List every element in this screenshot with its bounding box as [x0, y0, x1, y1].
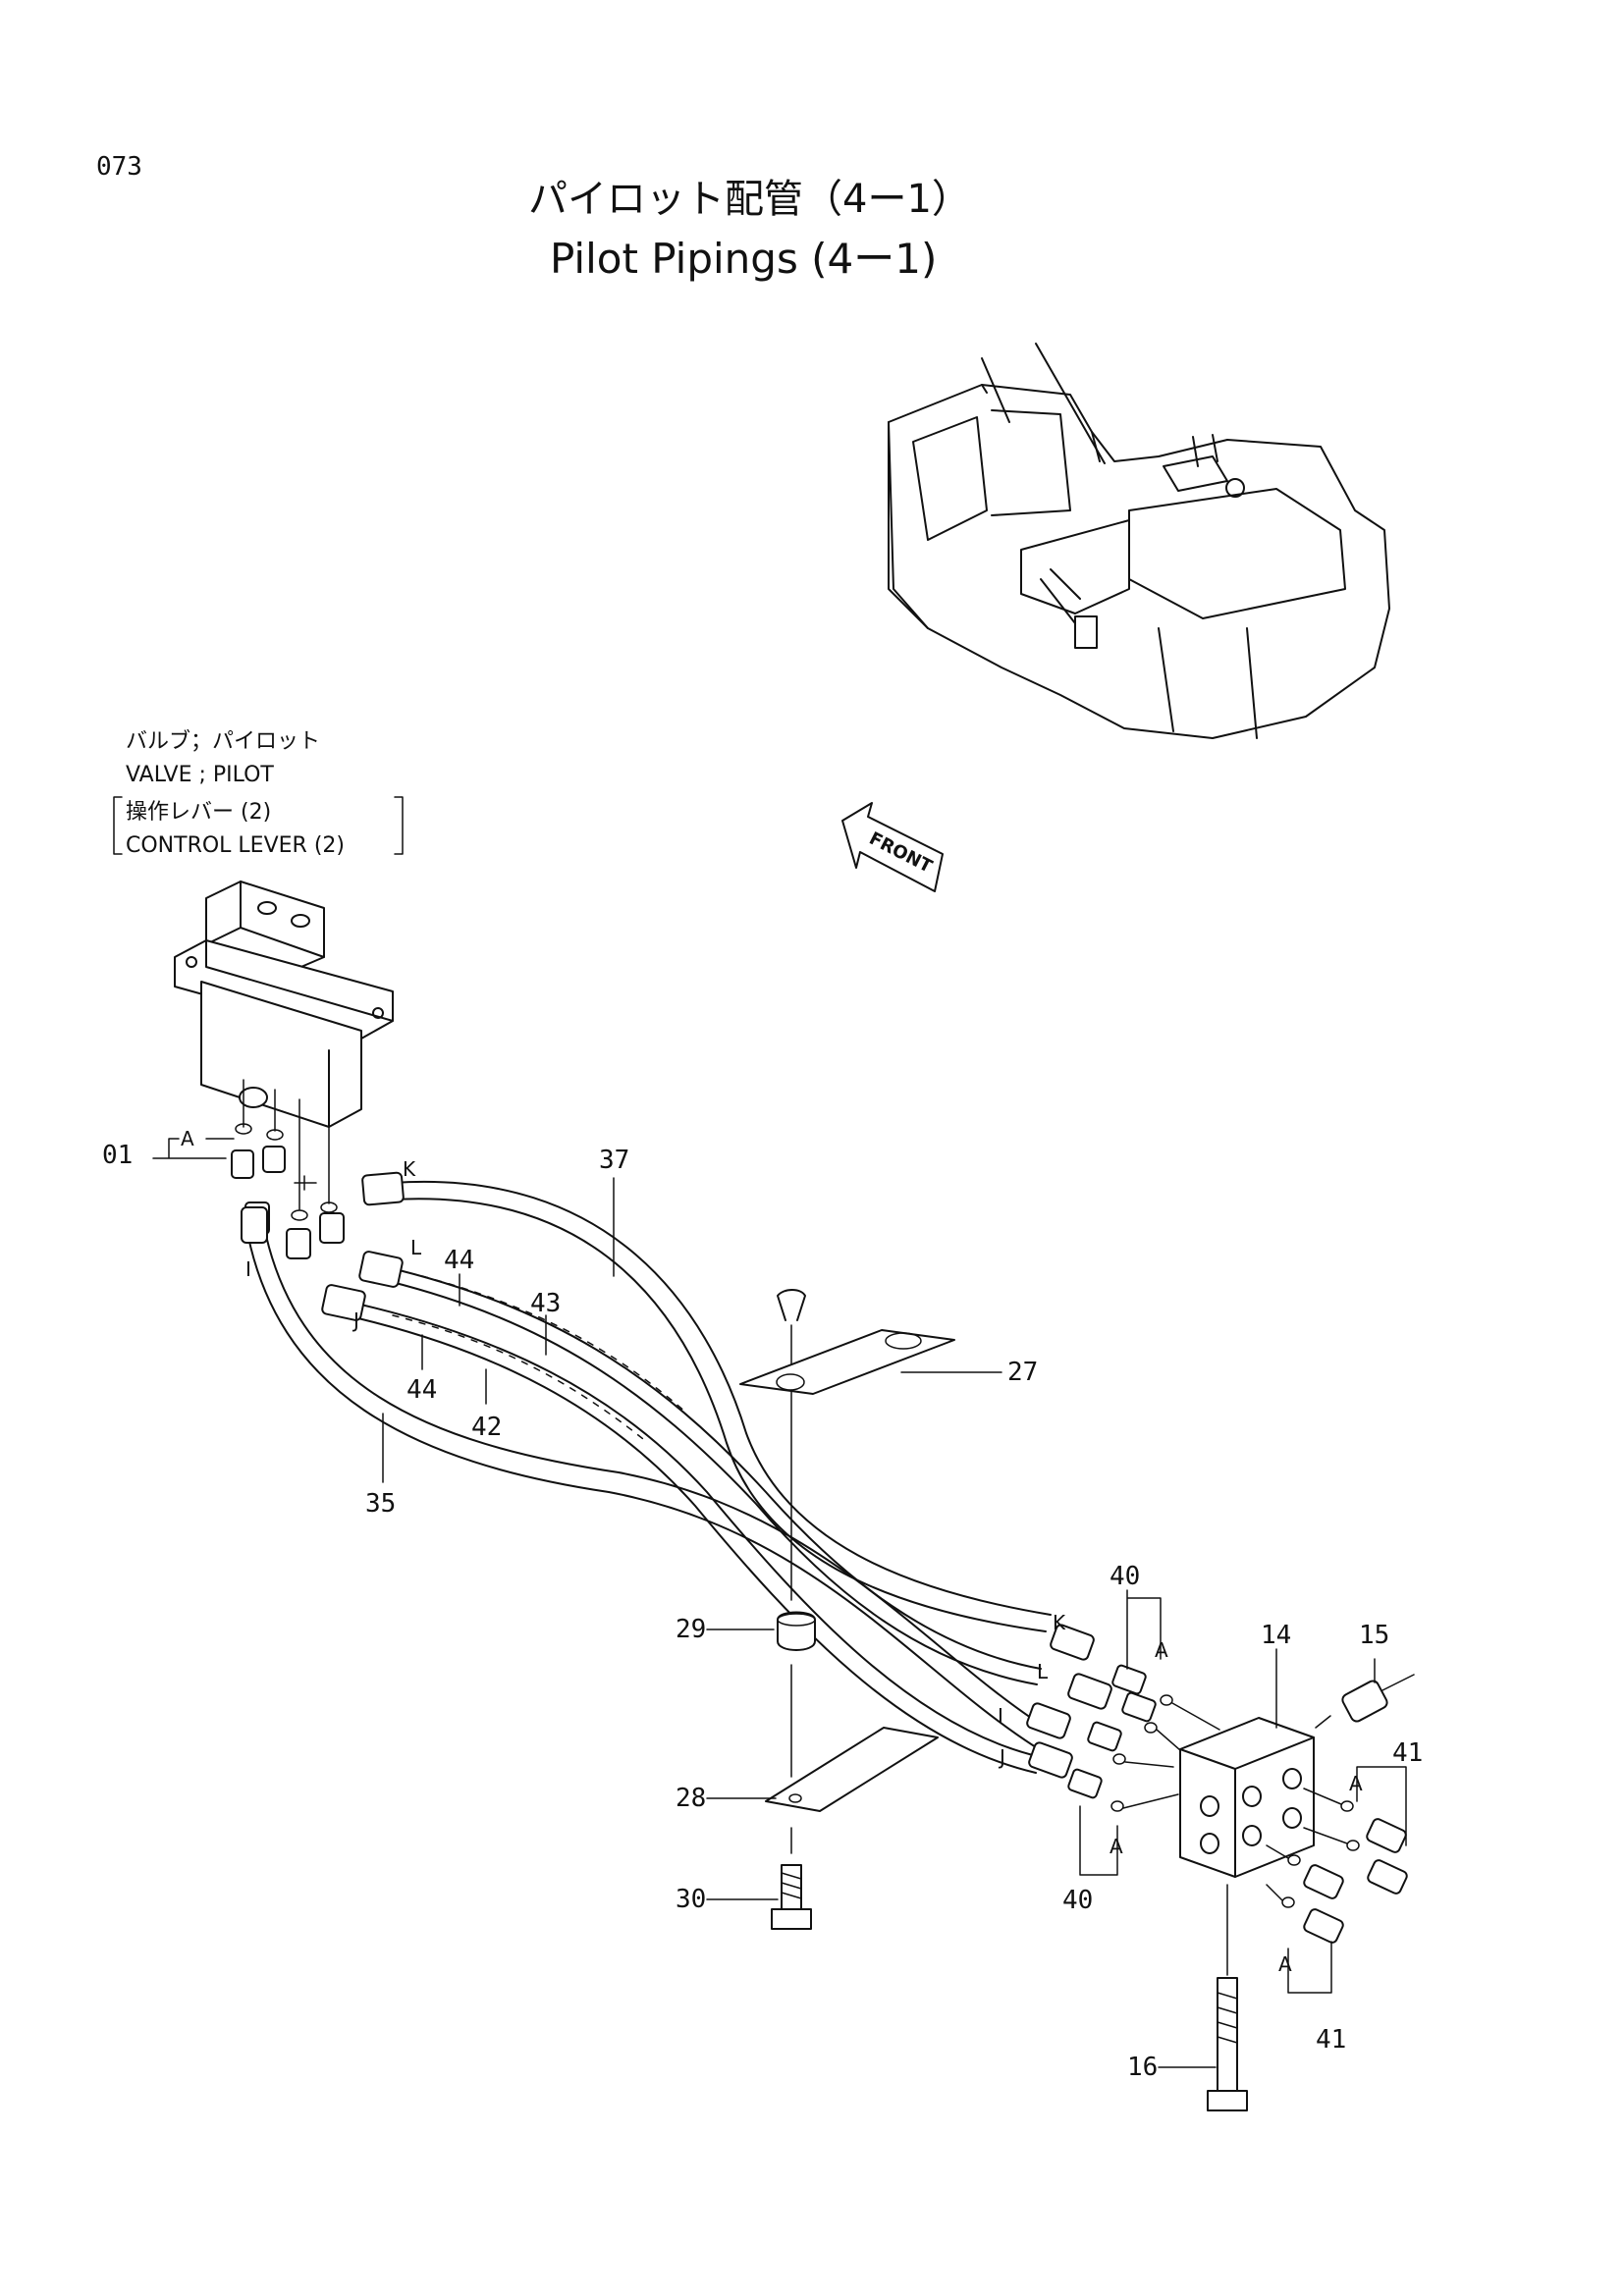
connector-label-i-block: I	[998, 1704, 1003, 1728]
hose-43	[358, 1251, 1042, 1685]
callout-41-bottom: 41	[1316, 2025, 1346, 2055]
mounting-hardware	[739, 1289, 955, 1930]
connector-label-a-top: A	[181, 1127, 194, 1150]
callout-27: 27	[1007, 1358, 1038, 1387]
title-english: Pilot Pipings (4ー1)	[550, 235, 937, 283]
callout-line-41-top	[1356, 1766, 1407, 1846]
connector-label-k-valve: K	[403, 1157, 416, 1181]
block-side-fittings	[1026, 1624, 1220, 1812]
connector-label-a-40-top: A	[1155, 1638, 1168, 1662]
pilot-valve-illustration	[174, 881, 394, 1128]
component-name-english: VALVE ; PILOT	[126, 763, 274, 787]
connector-label-a-41-bottom: A	[1278, 1952, 1292, 1976]
callout-line-40-bottom	[1079, 1805, 1118, 1876]
callout-16: 16	[1127, 2053, 1158, 2082]
callout-41-top: 41	[1392, 1738, 1423, 1768]
left-bracket	[113, 796, 123, 855]
callout-30: 30	[676, 1885, 706, 1914]
hose-35	[241, 1206, 1047, 1748]
callout-44-bottom: 44	[406, 1375, 437, 1405]
callout-44-top: 44	[444, 1246, 474, 1275]
page-number: 073	[96, 152, 142, 182]
callout-28: 28	[676, 1784, 706, 1813]
callout-line-40-top	[1126, 1589, 1162, 1670]
connector-label-a-41-top: A	[1349, 1772, 1363, 1795]
hose-37	[361, 1171, 1052, 1632]
component-name-japanese: バルブ；パイロット	[126, 729, 320, 754]
pressure-switch-15	[1315, 1674, 1415, 1729]
callout-14: 14	[1261, 1621, 1291, 1650]
hose-42	[321, 1284, 1042, 1774]
valve-block-14	[1179, 1717, 1315, 1878]
fittings-41	[1266, 1788, 1408, 1944]
connector-label-k-block: K	[1053, 1611, 1066, 1634]
callout-line-41-bottom	[1287, 1941, 1332, 1994]
callout-01: 01	[102, 1141, 133, 1170]
title-japanese: パイロット配管（4ー1）	[528, 177, 971, 222]
component-sub-english: CONTROL LEVER (2)	[126, 833, 345, 858]
callout-40-top: 40	[1110, 1562, 1140, 1591]
connector-label-j-valve: J	[352, 1308, 359, 1332]
right-bracket	[394, 796, 404, 855]
excavator-overview-illustration	[888, 343, 1390, 739]
callout-43: 43	[530, 1289, 561, 1318]
connector-label-l-block: L	[1037, 1660, 1049, 1683]
front-direction-arrow: FRONT	[841, 802, 944, 892]
connector-label-j-block: J	[998, 1745, 1005, 1769]
bolt-16	[1207, 1884, 1248, 2111]
connector-label-a-40-bottom: A	[1110, 1835, 1123, 1858]
callout-15: 15	[1359, 1621, 1389, 1650]
callout-42: 42	[471, 1413, 502, 1442]
callout-29: 29	[676, 1615, 706, 1644]
callout-line-01	[152, 1138, 235, 1159]
connector-label-l-valve: L	[410, 1236, 422, 1259]
callout-37: 37	[599, 1146, 629, 1175]
callout-35: 35	[365, 1489, 396, 1519]
callout-40-bottom: 40	[1062, 1886, 1093, 1915]
connector-label-i-valve: I	[245, 1257, 251, 1281]
component-sub-japanese: 操作レバー (2)	[126, 800, 271, 825]
